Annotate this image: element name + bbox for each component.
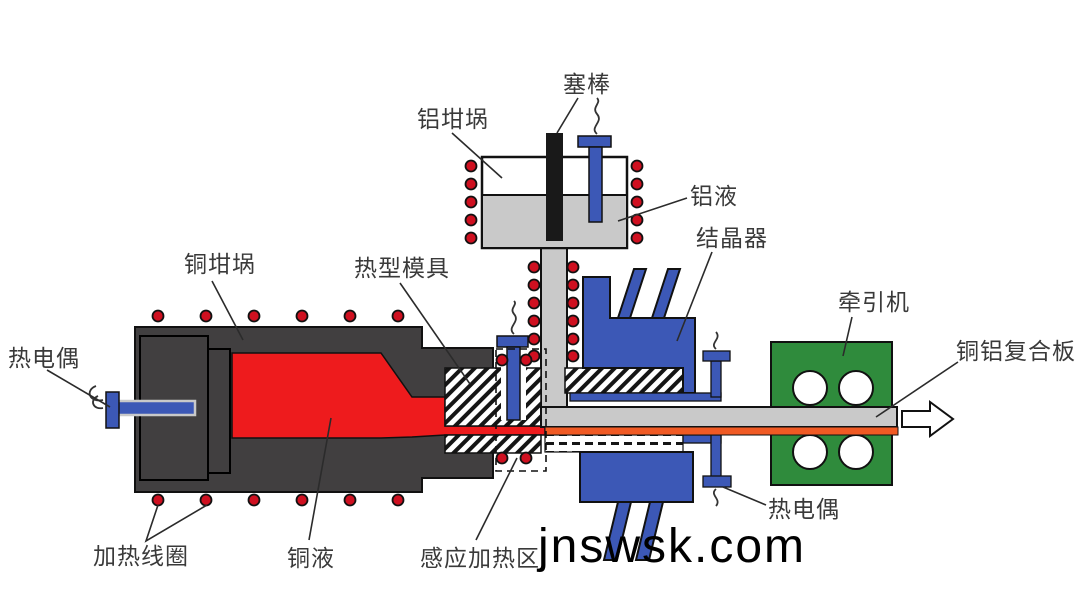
steam-squiggle	[713, 488, 719, 507]
crystallizer-bottom-pipe	[602, 501, 633, 561]
leader-copper-crucible	[211, 280, 244, 341]
heating-coil-dot	[295, 309, 309, 323]
induction-heating-zone-box	[495, 348, 547, 472]
heating-coil-dot	[527, 296, 541, 310]
heating-coil-dot	[566, 260, 580, 274]
hot-mold-lower-right	[544, 434, 684, 453]
heating-coil-dot	[295, 493, 309, 507]
pull-direction-arrow	[901, 400, 955, 438]
heating-coil-dot	[527, 332, 541, 346]
watermark-text: jnswsk.com	[536, 520, 806, 573]
stopper-rod	[546, 133, 563, 241]
label-thermocouple-right: 热电偶	[768, 497, 840, 522]
steam-squiggle	[593, 97, 600, 135]
leader-thermocouple-right	[722, 486, 767, 506]
heating-coil-dot	[247, 309, 261, 323]
heating-coil-dot	[630, 231, 644, 245]
heating-coil-dot	[630, 195, 644, 209]
leader-thermocouple-left	[46, 369, 111, 408]
steam-squiggle	[510, 300, 517, 335]
crystallizer-top-pipe	[616, 268, 648, 319]
traction-roller	[838, 434, 874, 470]
heating-coil-dot	[527, 278, 541, 292]
crystallizer-lower-thermocouple-probe	[710, 434, 722, 478]
label-hot-mold: 热型模具	[354, 256, 450, 281]
label-copper-melt: 铜液	[287, 546, 335, 571]
heating-coil-dot	[464, 177, 478, 191]
heating-coil-dot	[495, 451, 509, 465]
crystallizer-top-pipe	[650, 268, 682, 319]
mold-thermocouple-probe	[506, 346, 521, 421]
label-stopper-rod: 塞棒	[563, 72, 611, 97]
label-composite-plate: 铜铝复合板	[956, 339, 1076, 364]
label-induction-zone: 感应加热区	[420, 546, 540, 571]
heating-coil-dot	[566, 314, 580, 328]
crystallizer-lower-block	[579, 451, 694, 503]
crystallizer-upper-thermocouple-head	[702, 350, 731, 362]
traction-roller	[792, 434, 828, 470]
heating-coil-dot	[343, 493, 357, 507]
left-thermocouple-probe	[116, 399, 197, 417]
composite-plate-aluminum-layer	[540, 406, 898, 428]
crystallizer-upper-coolant-pipe	[569, 392, 722, 402]
heating-coil-dot	[527, 314, 541, 328]
heating-coil-dot	[391, 493, 405, 507]
heating-coil-dot	[630, 177, 644, 191]
heating-coil-dot	[566, 349, 580, 363]
heating-coil-dot	[199, 493, 213, 507]
traction-roller	[838, 370, 874, 406]
leader-aluminum-melt	[617, 197, 688, 222]
leader-heating-coil	[144, 504, 208, 543]
leader-induction-zone	[475, 457, 518, 541]
heating-coil-dot	[199, 309, 213, 323]
leader-aluminum-crucible	[451, 132, 503, 179]
heating-coil-dot	[151, 309, 165, 323]
left-thermocouple-head	[105, 391, 120, 429]
leader-copper-melt	[308, 417, 332, 541]
hot-mold-upper-right	[564, 367, 684, 394]
label-traction-machine: 牵引机	[838, 290, 910, 315]
leader-composite-plate	[875, 361, 959, 418]
heating-coil-dot	[464, 195, 478, 209]
aluminum-thermocouple-probe	[588, 146, 603, 223]
label-copper-crucible: 铜坩埚	[184, 252, 256, 277]
leader-hot-mold	[399, 282, 471, 385]
crystallizer-bottom-pipe	[634, 501, 665, 561]
heating-coil-dot	[343, 309, 357, 323]
heating-coil-dot	[247, 493, 261, 507]
heating-coil-dot	[464, 213, 478, 227]
copper-crucible-plunger-step	[207, 348, 231, 474]
heating-coil-dot	[464, 159, 478, 173]
heating-coil-dot	[464, 231, 478, 245]
hot-mold-lower-left	[444, 434, 542, 454]
leader-stopper-rod	[556, 97, 579, 134]
heating-coil-dot	[495, 353, 509, 367]
label-crystallizer: 结晶器	[696, 226, 768, 251]
label-thermocouple-left: 热电偶	[8, 346, 80, 371]
heating-coil-dot	[151, 493, 165, 507]
traction-roller	[792, 370, 828, 406]
label-heating-coil: 加热线圈	[93, 544, 189, 569]
heating-coil-dot	[630, 159, 644, 173]
heating-coil-dot	[391, 309, 405, 323]
heating-coil-dot	[519, 451, 533, 465]
leader-crystallizer	[676, 251, 713, 342]
heating-coil-dot	[519, 353, 533, 367]
heating-coil-dot	[527, 260, 541, 274]
label-aluminum-crucible: 铝坩埚	[417, 107, 489, 132]
label-aluminum-melt: 铝液	[690, 184, 738, 209]
heating-coil-dot	[566, 296, 580, 310]
aluminum-feed-tube	[540, 247, 568, 409]
steam-squiggle	[713, 331, 719, 350]
mold-thermocouple-head	[496, 335, 529, 348]
leader-traction-machine	[842, 316, 853, 357]
crystallizer-upper-thermocouple-probe	[710, 360, 722, 398]
heating-coil-dot	[566, 278, 580, 292]
crystallizer-lower-thermocouple-head	[702, 475, 732, 488]
hot-mold-upper-left	[444, 367, 542, 427]
heating-coil-dot	[566, 332, 580, 346]
composite-plate-copper-layer	[544, 426, 899, 436]
aluminum-thermocouple-head	[577, 135, 612, 148]
